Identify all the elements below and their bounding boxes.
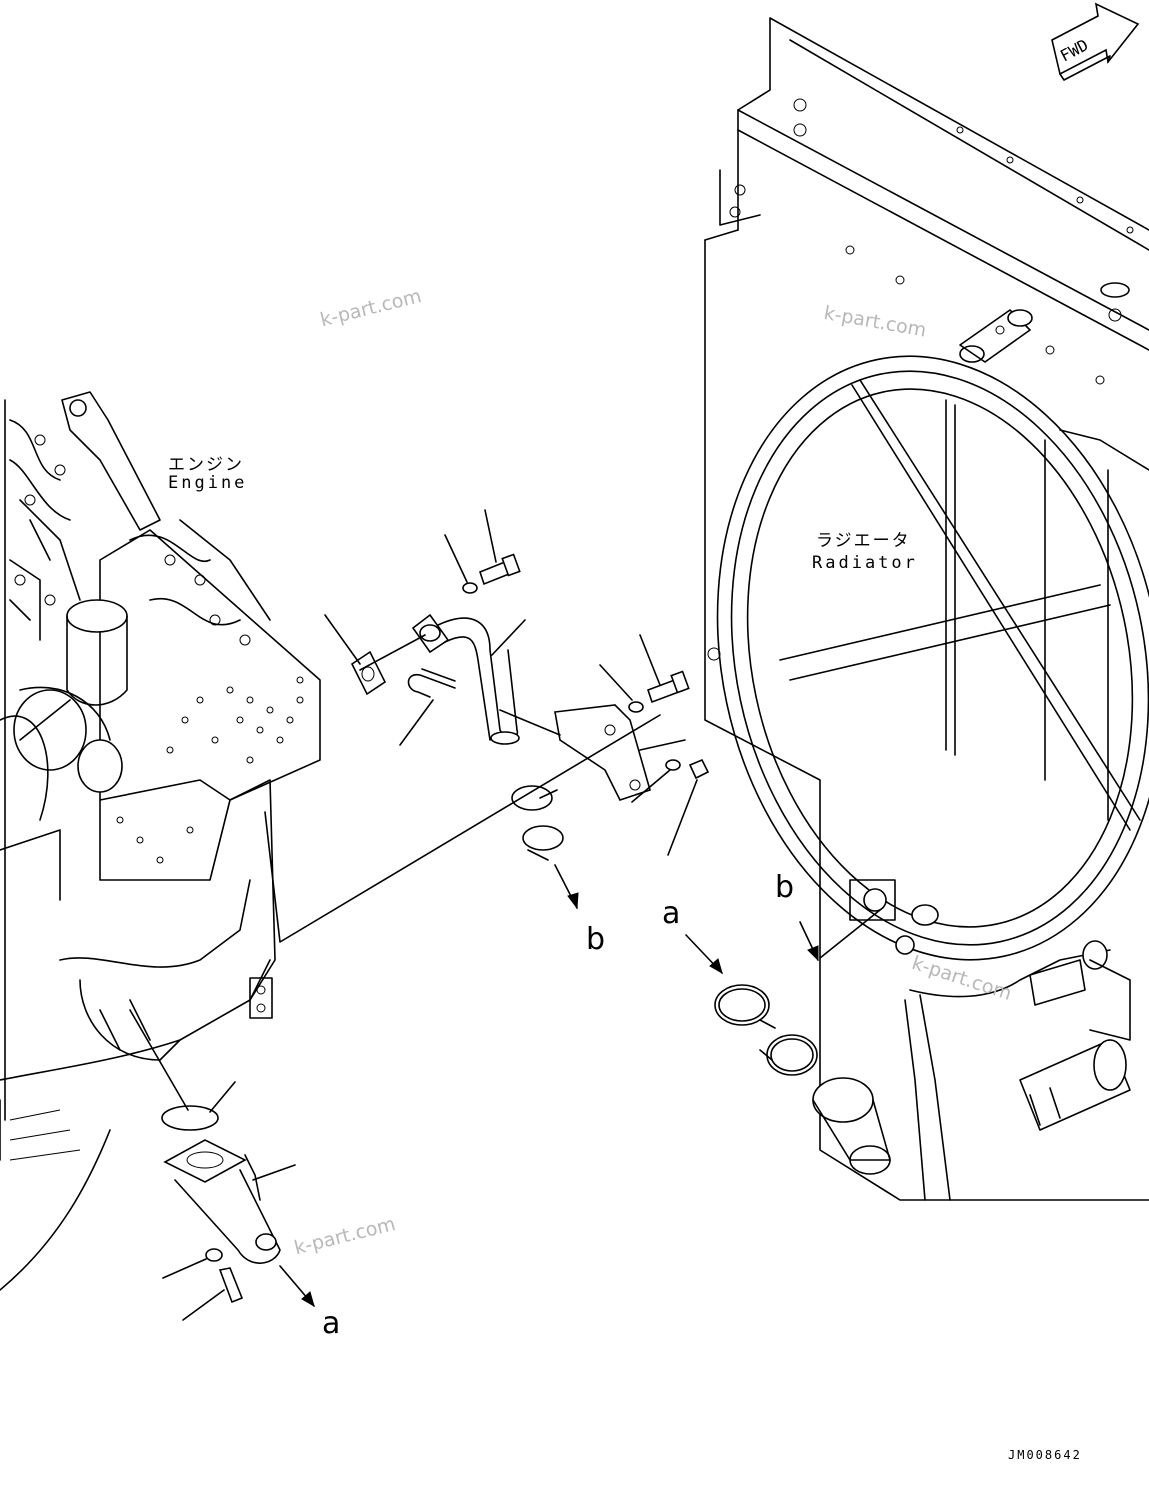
fwd-arrow-icon: FWD — [1051, 2, 1140, 81]
drawing-code: JM008642 — [1008, 1448, 1082, 1462]
engine-label-jp: エンジン — [168, 455, 244, 475]
engine-label-en: Engine — [168, 473, 248, 493]
ref-a-lower-elbow: a — [322, 1306, 341, 1341]
upper-pipe-parts — [350, 553, 710, 861]
ref-b-radiator: b — [775, 870, 795, 905]
radiator-assembly — [704, 17, 1149, 1201]
lower-elbow-parts — [161, 1105, 281, 1304]
ref-b-upper-pipe: b — [586, 922, 606, 957]
radiator-label-jp: ラジエータ — [816, 531, 911, 551]
ref-a-radiator: a — [662, 896, 681, 931]
engine-block — [0, 391, 321, 1291]
arrowheads — [301, 892, 819, 1308]
radiator-label-en: Radiator — [812, 553, 918, 573]
